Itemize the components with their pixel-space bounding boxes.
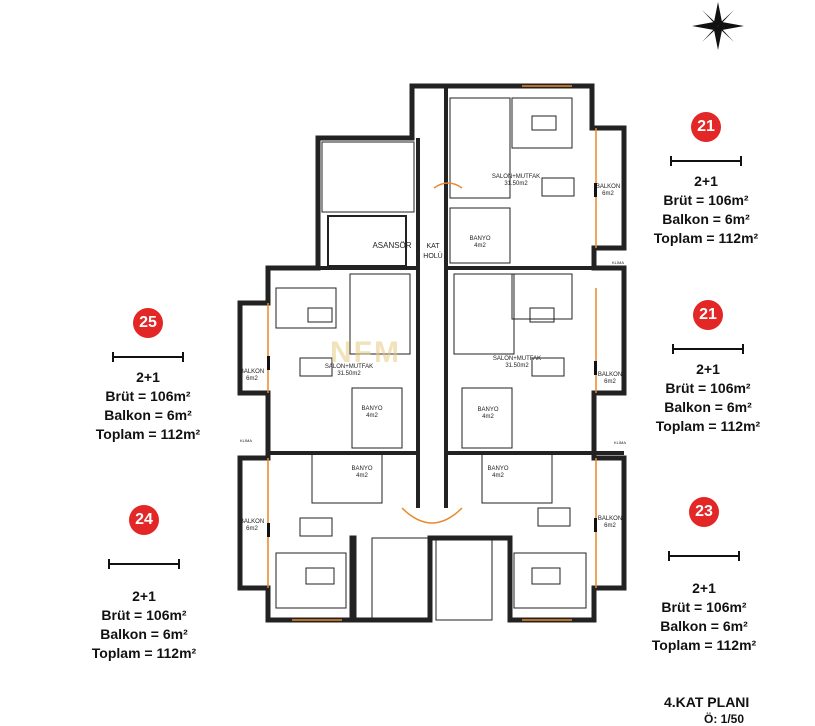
kat-holu-label: KAT bbox=[426, 243, 440, 250]
kat-holu-label: HOLÜ bbox=[423, 252, 442, 260]
asansor-label: ASANSÖR bbox=[372, 241, 411, 250]
unit-toplam: Toplam = 112m² bbox=[655, 418, 761, 434]
unit-toplam: Toplam = 112m² bbox=[651, 637, 757, 653]
unit-number-badge: 24 bbox=[129, 505, 159, 535]
unit-number-badge: 21 bbox=[693, 300, 723, 330]
scale-bar bbox=[112, 352, 184, 362]
banyo-label: BANYO bbox=[487, 466, 508, 472]
floor-plan: SALON+MUTFAK 31.50m2 SALON+MUTFAK 31.50m… bbox=[237, 83, 627, 623]
unit-type: 2+1 bbox=[694, 173, 718, 189]
unit-type: 2+1 bbox=[136, 369, 160, 385]
unit-balkon: Balkon = 6m² bbox=[660, 618, 748, 634]
banyo-label: BANYO bbox=[351, 466, 372, 472]
unit-brut: Brüt = 106m² bbox=[661, 599, 747, 615]
unit-info-21-top: 21 2+1 Brüt = 106m² Balkon = 6m² Toplam … bbox=[616, 112, 796, 248]
unit-type: 2+1 bbox=[132, 588, 156, 604]
balkon-area-label: 6m2 bbox=[246, 376, 258, 382]
balkon-label: BALKON bbox=[240, 519, 264, 525]
balkon-label: BALKON bbox=[596, 184, 620, 190]
scale-bar bbox=[108, 559, 180, 569]
balkon-label: BALKON bbox=[598, 516, 622, 522]
banyo-label: BANYO bbox=[469, 236, 490, 242]
banyo-area-label: 4m2 bbox=[482, 414, 494, 420]
salon-label: SALON+MUTFAK bbox=[493, 356, 541, 362]
unit-number-badge: 23 bbox=[689, 497, 719, 527]
klima-label: KLİMA bbox=[612, 260, 624, 265]
klima-label: KLİMA bbox=[614, 440, 626, 445]
balkon-label: BALKON bbox=[598, 372, 622, 378]
unit-type: 2+1 bbox=[692, 580, 716, 596]
balkon-area-label: 6m2 bbox=[602, 191, 614, 197]
unit-toplam: Toplam = 112m² bbox=[95, 426, 201, 442]
banyo-label: BANYO bbox=[477, 407, 498, 413]
unit-number-badge: 21 bbox=[691, 112, 721, 142]
balkon-area-label: 6m2 bbox=[604, 523, 616, 529]
unit-brut: Brüt = 106m² bbox=[665, 380, 751, 396]
balkon-label: BALKON bbox=[240, 369, 264, 375]
salon-area-label: 31.50m2 bbox=[337, 371, 361, 377]
unit-balkon: Balkon = 6m² bbox=[664, 399, 752, 415]
scale-bar bbox=[672, 344, 744, 354]
banyo-area-label: 4m2 bbox=[474, 243, 486, 249]
unit-toplam: Toplam = 112m² bbox=[91, 645, 197, 661]
unit-info-25: 25 2+1 Brüt = 106m² Balkon = 6m² Toplam … bbox=[58, 308, 238, 444]
unit-balkon: Balkon = 6m² bbox=[104, 407, 192, 423]
plan-title: 4.KAT PLANI bbox=[664, 694, 750, 710]
unit-balkon: Balkon = 6m² bbox=[100, 626, 188, 642]
salon-label: SALON+MUTFAK bbox=[325, 364, 373, 370]
banyo-area-label: 4m2 bbox=[356, 473, 368, 479]
unit-balkon: Balkon = 6m² bbox=[662, 211, 750, 227]
unit-toplam: Toplam = 112m² bbox=[653, 230, 759, 246]
banyo-label: BANYO bbox=[361, 406, 382, 412]
scale-bar bbox=[668, 551, 740, 561]
balkon-area-label: 6m2 bbox=[604, 379, 616, 385]
unit-brut: Brüt = 106m² bbox=[663, 192, 749, 208]
watermark-logo: NFM bbox=[330, 336, 401, 369]
unit-brut: Brüt = 106m² bbox=[101, 607, 187, 623]
salon-area-label: 31.50m2 bbox=[504, 181, 528, 187]
salon-label: SALON+MUTFAK bbox=[492, 174, 540, 180]
banyo-area-label: 4m2 bbox=[366, 413, 378, 419]
salon-area-label: 31.50m2 bbox=[505, 363, 529, 369]
plan-scale: Ö: 1/50 bbox=[704, 712, 745, 726]
scale-bar bbox=[670, 156, 742, 166]
banyo-area-label: 4m2 bbox=[492, 473, 504, 479]
unit-type: 2+1 bbox=[696, 361, 720, 377]
unit-info-24: 24 2+1 Brüt = 106m² Balkon = 6m² Toplam … bbox=[54, 505, 234, 663]
unit-info-21-mid: 21 2+1 Brüt = 106m² Balkon = 6m² Toplam … bbox=[618, 300, 798, 436]
north-arrow-icon bbox=[692, 2, 744, 50]
unit-info-23: 23 2+1 Brüt = 106m² Balkon = 6m² Toplam … bbox=[614, 497, 794, 655]
unit-number-badge: 25 bbox=[133, 308, 163, 338]
unit-brut: Brüt = 106m² bbox=[105, 388, 191, 404]
klima-label: KLİMA bbox=[240, 438, 252, 443]
balkon-area-label: 6m2 bbox=[246, 526, 258, 532]
